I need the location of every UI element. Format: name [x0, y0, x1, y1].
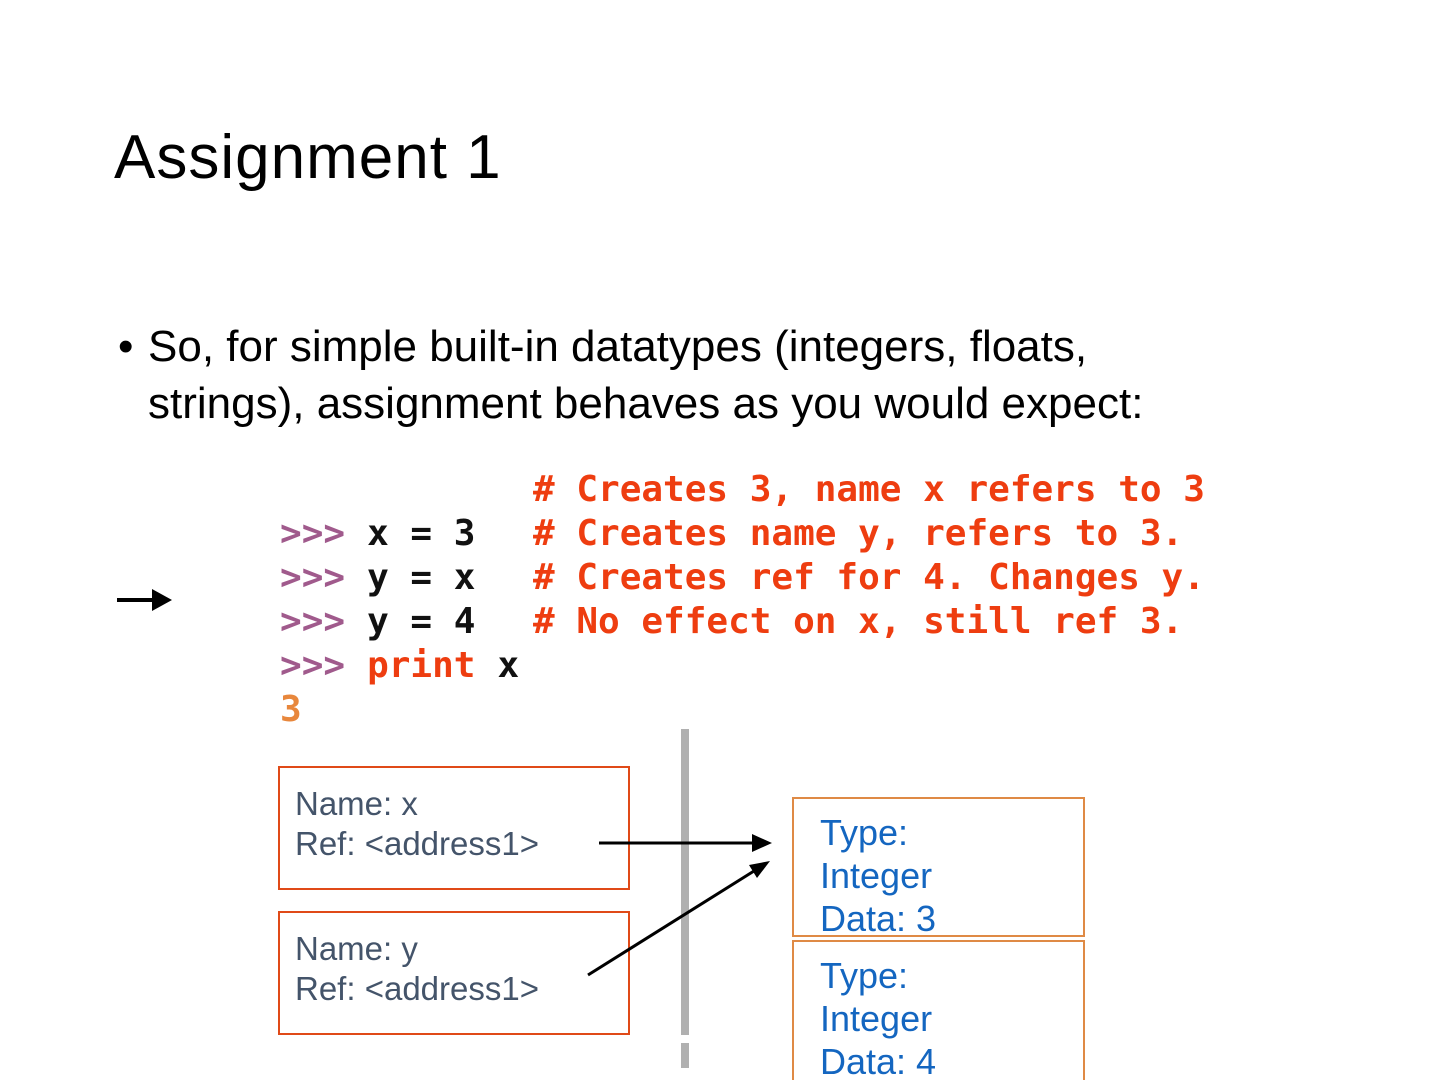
- object-type-label: Type:: [820, 955, 909, 996]
- object-type-value: Integer: [820, 998, 933, 1039]
- repl-prompt: >>>: [280, 513, 346, 554]
- name-box-y: Name: y Ref: <address1>: [278, 911, 630, 1035]
- code-comment: # No effect on x, still ref 3.: [533, 601, 1184, 642]
- code-block: >>> x = 3 # Creates 3, name x refers to 3…: [150, 468, 1205, 730]
- code-comment: # Creates ref for 4. Changes y.: [533, 557, 1205, 598]
- name-box-y-ref: Ref: <address1>: [295, 970, 539, 1007]
- repl-prompt: >>>: [280, 645, 346, 686]
- print-keyword: print: [367, 645, 476, 686]
- code-source: y = 4: [367, 601, 476, 642]
- object-type-label: Type:: [820, 812, 909, 853]
- code-output-line: 3: [150, 644, 519, 730]
- code-comment: # Creates 3, name x refers to 3: [533, 469, 1205, 510]
- code-source: x = 3: [367, 513, 476, 554]
- object-box-int-3: Type: Integer Data: 3: [792, 797, 1085, 939]
- code-line-3: >>> y = 4 # Creates ref for 4. Changes y.: [150, 556, 1205, 642]
- name-box-x: Name: x Ref: <address1>: [278, 766, 630, 890]
- code-line-2: >>> y = x # Creates name y, refers to 3.: [150, 512, 1183, 598]
- names-objects-divider: [681, 729, 689, 1035]
- bullet-text-line2: strings), assignment behaves as you woul…: [148, 379, 1144, 428]
- bullet-text-line1: So, for simple built-in datatypes (integ…: [148, 322, 1088, 371]
- name-box-x-ref: Ref: <address1>: [295, 825, 539, 862]
- code-source: x: [497, 645, 520, 686]
- bullet-marker: •: [118, 322, 134, 371]
- names-objects-divider-lower: [681, 1043, 689, 1068]
- code-comment: # Creates name y, refers to 3.: [533, 513, 1184, 554]
- code-source: y = x: [367, 557, 476, 598]
- repl-prompt: >>>: [280, 601, 346, 642]
- object-data-line: Data: 4: [820, 1041, 937, 1080]
- object-box-int-4: Type: Integer Data: 4: [792, 940, 1085, 1080]
- repl-prompt: >>>: [280, 557, 346, 598]
- name-box-y-name: Name: y: [295, 930, 418, 967]
- bullet-paragraph: • So, for simple built-in datatypes (int…: [118, 318, 1143, 432]
- object-data-line: Data: 3: [820, 898, 937, 939]
- name-box-x-name: Name: x: [295, 785, 418, 822]
- repl-output: 3: [280, 689, 302, 730]
- object-type-value: Integer: [820, 855, 933, 896]
- code-line-1: >>> x = 3 # Creates 3, name x refers to 3: [150, 468, 1205, 554]
- slide-title: Assignment 1: [114, 123, 502, 192]
